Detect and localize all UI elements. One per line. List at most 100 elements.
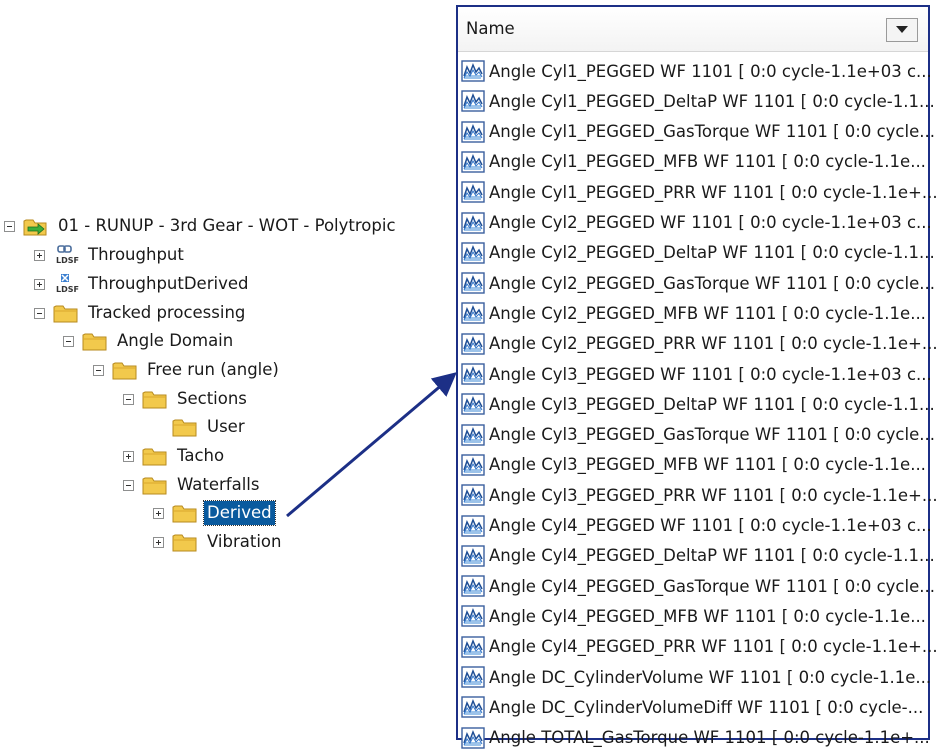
folder-icon (82, 333, 107, 351)
list-item-label: Angle Cyl1_PEGGED WF 1101 [ 0:0 cycle-1.… (489, 61, 932, 81)
list-item[interactable]: Angle Cyl1_PEGGED_GasTorque WF 1101 [ 0:… (458, 117, 935, 147)
waterfall-icon (461, 726, 485, 749)
expand-toggle[interactable] (123, 450, 134, 462)
expand-toggle[interactable] (34, 249, 45, 261)
name-column-header[interactable]: Name (458, 7, 928, 52)
list-item[interactable]: Angle DC_CylinderVolumeDiff WF 1101 [ 0:… (458, 692, 928, 722)
tree-node-label: User (207, 417, 245, 436)
list-item-label: Angle DC_CylinderVolumeDiff WF 1101 [ 0:… (489, 697, 924, 717)
waterfall-list-panel: Name Angle Cyl1_PEGGED WF 1101 [ 0:0 cyc… (456, 5, 938, 749)
list-item-label: Angle Cyl2_PEGGED_PRR WF 1101 [ 0:0 cycl… (489, 334, 938, 354)
svg-text:LDSF: LDSF (56, 285, 79, 294)
tree-node-project[interactable]: 01 - RUNUP - 3rd Gear - WOT - Polytropic (4, 212, 399, 240)
list-item[interactable]: Angle Cyl1_PEGGED_DeltaP WF 1101 [ 0:0 c… (458, 86, 935, 116)
waterfall-icon (461, 605, 485, 628)
list-item[interactable]: Angle TOTAL_GasTorque WF 1101 [ 0:0 cycl… (458, 723, 930, 753)
waterfall-icon (461, 363, 485, 385)
tree-node-throughput-derived[interactable]: LDSF ThroughputDerived (34, 270, 251, 298)
waterfall-icon (461, 60, 485, 82)
tree-node-label: Tacho (177, 446, 225, 465)
list-item[interactable]: Angle Cyl4_PEGGED_PRR WF 1101 [ 0:0 cycl… (458, 632, 938, 662)
waterfall-icon (461, 211, 485, 234)
tree-node-label: Angle Domain (117, 331, 234, 350)
waterfall-icon (461, 575, 485, 597)
collapse-toggle[interactable] (123, 479, 134, 491)
list-item-label: Angle Cyl1_PEGGED_DeltaP WF 1101 [ 0:0 c… (489, 91, 935, 111)
tree-node-user[interactable]: User (153, 413, 248, 441)
collapse-toggle[interactable] (123, 393, 134, 405)
project-folder-icon (23, 219, 47, 236)
waterfall-icon (461, 635, 485, 658)
list-item[interactable]: Angle Cyl3_PEGGED_GasTorque WF 1101 [ 0:… (458, 420, 935, 450)
tree-node-waterfalls[interactable]: Waterfalls (123, 471, 262, 499)
list-item[interactable]: Angle Cyl4_PEGGED WF 1101 [ 0:0 cycle-1.… (458, 511, 932, 541)
folder-icon (53, 305, 78, 323)
list-item-label: Angle TOTAL_GasTorque WF 1101 [ 0:0 cycl… (489, 728, 930, 748)
waterfall-icon (461, 151, 485, 173)
list-item[interactable]: Angle Cyl3_PEGGED_PRR WF 1101 [ 0:0 cycl… (458, 480, 938, 510)
list-item[interactable]: Angle Cyl2_PEGGED_MFB WF 1101 [ 0:0 cycl… (458, 298, 928, 328)
collapse-toggle[interactable] (93, 364, 104, 376)
list-item[interactable]: Angle Cyl2_PEGGED_DeltaP WF 1101 [ 0:0 c… (458, 238, 935, 268)
tree-node-free-run[interactable]: Free run (angle) (93, 356, 282, 384)
list-item-label: Angle Cyl1_PEGGED_MFB WF 1101 [ 0:0 cycl… (489, 152, 926, 172)
expand-toggle[interactable] (153, 536, 164, 548)
list-item[interactable]: Angle Cyl1_PEGGED_PRR WF 1101 [ 0:0 cycl… (458, 177, 938, 207)
list-item-label: Angle Cyl4_PEGGED_GasTorque WF 1101 [ 0:… (489, 576, 935, 596)
list-item-label: Angle Cyl4_PEGGED_MFB WF 1101 [ 0:0 cycl… (489, 606, 926, 626)
waterfall-icon (461, 181, 485, 203)
list-item-label: Angle Cyl3_PEGGED_PRR WF 1101 [ 0:0 cycl… (489, 485, 938, 505)
waterfall-icon (461, 90, 485, 112)
tree-node-sections[interactable]: Sections (123, 385, 250, 413)
list-item[interactable]: Angle Cyl1_PEGGED_MFB WF 1101 [ 0:0 cycl… (458, 147, 928, 177)
expand-toggle[interactable] (34, 278, 45, 290)
list-item[interactable]: Angle Cyl3_PEGGED_DeltaP WF 1101 [ 0:0 c… (458, 389, 935, 419)
waterfall-icon (461, 272, 485, 294)
tree-node-throughput[interactable]: LDSF Throughput (34, 241, 187, 269)
list-item[interactable]: Angle Cyl3_PEGGED WF 1101 [ 0:0 cycle-1.… (458, 359, 932, 389)
list-item[interactable]: Angle Cyl2_PEGGED_GasTorque WF 1101 [ 0:… (458, 268, 935, 298)
waterfall-icon (461, 545, 485, 567)
list-item[interactable]: Angle Cyl4_PEGGED_GasTorque WF 1101 [ 0:… (458, 571, 935, 601)
collapse-toggle[interactable] (4, 220, 15, 232)
tree-node-label: Free run (angle) (147, 360, 279, 379)
list-item-label: Angle Cyl3_PEGGED_GasTorque WF 1101 [ 0:… (489, 425, 935, 445)
list-item-label: Angle Cyl3_PEGGED_MFB WF 1101 [ 0:0 cycl… (489, 455, 926, 475)
waterfall-icon (461, 454, 485, 476)
tree-node-label: ThroughputDerived (88, 274, 249, 293)
tree-node-vibration[interactable]: Vibration (153, 528, 284, 556)
collapse-toggle[interactable] (34, 307, 45, 319)
list-item-label: Angle Cyl4_PEGGED_DeltaP WF 1101 [ 0:0 c… (489, 546, 935, 566)
tree-node-tracked-processing[interactable]: Tracked processing (34, 299, 248, 327)
waterfall-icon (461, 332, 485, 355)
list-item[interactable]: Angle Cyl1_PEGGED WF 1101 [ 0:0 cycle-1.… (458, 56, 932, 86)
list-item[interactable]: Angle Cyl3_PEGGED_MFB WF 1101 [ 0:0 cycl… (458, 450, 928, 480)
expand-toggle[interactable] (153, 507, 164, 519)
list-item-label: Angle Cyl2_PEGGED_GasTorque WF 1101 [ 0:… (489, 273, 935, 293)
folder-icon (142, 448, 167, 466)
list-item[interactable]: Angle DC_CylinderVolume WF 1101 [ 0:0 cy… (458, 662, 931, 692)
ldsf-link-icon: LDSF (56, 245, 79, 265)
waterfall-icon (461, 484, 485, 506)
folder-icon (142, 477, 167, 495)
list-item-label: Angle Cyl3_PEGGED WF 1101 [ 0:0 cycle-1.… (489, 364, 932, 384)
tree-node-tacho[interactable]: Tacho (123, 442, 227, 470)
column-dropdown-button[interactable] (886, 18, 918, 42)
list-item[interactable]: Angle Cyl2_PEGGED WF 1101 [ 0:0 cycle-1.… (458, 208, 932, 238)
tree-node-label: Tracked processing (88, 303, 246, 322)
tree-node-label-selected: Derived (203, 500, 276, 526)
list-item-label: Angle Cyl4_PEGGED WF 1101 [ 0:0 cycle-1.… (489, 516, 932, 535)
tree-node-derived[interactable]: Derived (153, 499, 276, 527)
list-item[interactable]: Angle Cyl4_PEGGED_MFB WF 1101 [ 0:0 cycl… (458, 601, 928, 631)
list-item-label: Angle DC_CylinderVolume WF 1101 [ 0:0 cy… (489, 667, 932, 687)
folder-icon (142, 391, 167, 409)
list-item[interactable]: Angle Cyl4_PEGGED_DeltaP WF 1101 [ 0:0 c… (458, 541, 935, 571)
tree-node-label: Vibration (207, 532, 282, 551)
tree-node-angle-domain[interactable]: Angle Domain (63, 327, 236, 355)
folder-icon (172, 505, 197, 523)
waterfall-icon (461, 302, 485, 325)
collapse-toggle[interactable] (63, 335, 74, 347)
column-header-label: Name (466, 19, 515, 38)
folder-icon (172, 534, 197, 552)
list-item[interactable]: Angle Cyl2_PEGGED_PRR WF 1101 [ 0:0 cycl… (458, 329, 938, 359)
